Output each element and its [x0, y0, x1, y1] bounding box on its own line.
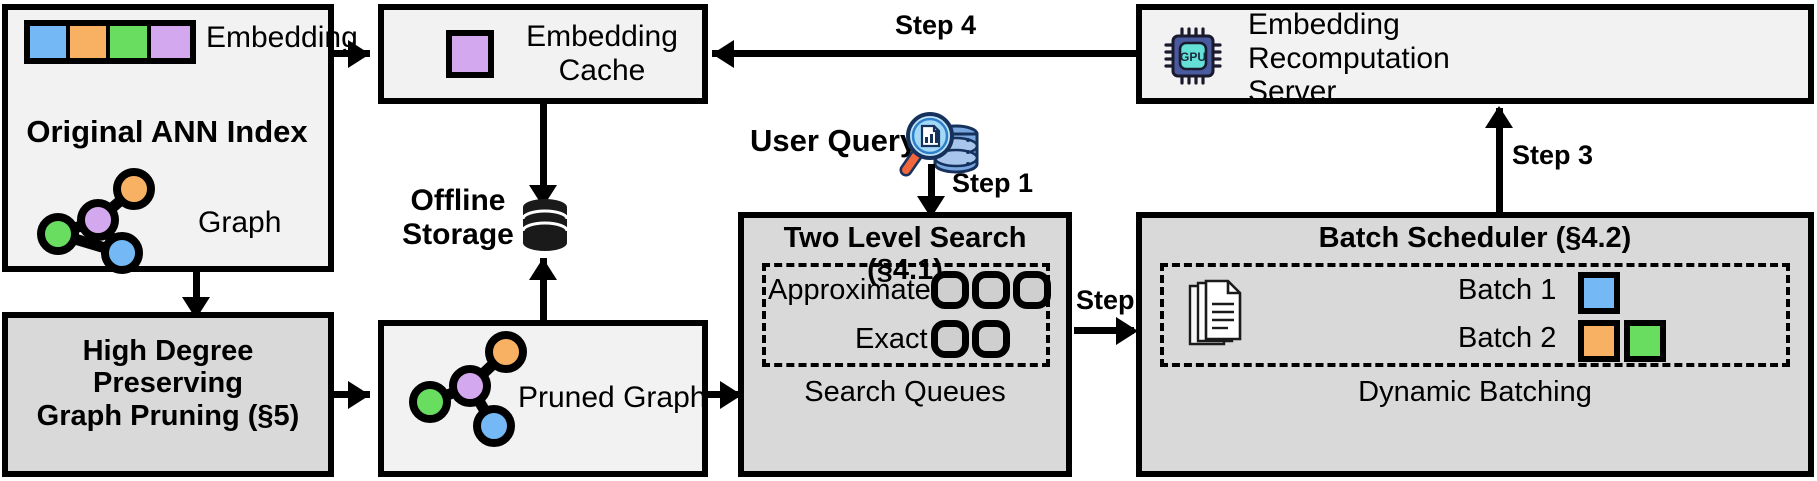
original-graph-illustration	[37, 168, 155, 274]
pruned-graph-label: Pruned Graph	[518, 381, 707, 414]
arrow-step1-line	[928, 164, 935, 214]
batch-2-swatch-orange	[1578, 320, 1620, 362]
step1-label: Step 1	[952, 168, 1034, 198]
arrow-step4-line	[712, 50, 1136, 57]
arrow-cache-to-storage-line	[540, 104, 547, 198]
recomputation-server-box	[1136, 4, 1814, 104]
two-level-search-box	[738, 212, 1072, 477]
arrow-step2-line	[1074, 327, 1134, 334]
arrow-step4-head	[712, 40, 734, 68]
arrow-index-to-cache-head	[348, 40, 370, 68]
graph-pruning-box	[2, 312, 334, 477]
approximate-slot-2[interactable]	[972, 271, 1010, 309]
batch-2-swatch-green	[1624, 320, 1666, 362]
arrow-step2-head	[1116, 317, 1138, 345]
two-level-search-title: Two Level Search (§4.1)	[783, 222, 1027, 287]
embedding-cache-label: Embedding Cache	[526, 20, 678, 87]
arrow-index-to-pruning-line	[193, 272, 200, 310]
search-queues-panel	[762, 263, 1050, 367]
arrow-pruned-to-search-head	[720, 381, 742, 409]
embedding-vector-strip	[24, 20, 196, 64]
step4-label: Step 4	[895, 10, 977, 40]
graph-pruning-label: High Degree Preserving Graph Pruning (§5…	[36, 335, 300, 432]
dynamic-batching-panel	[1160, 263, 1790, 367]
arrow-pruned-to-storage-line	[540, 258, 547, 320]
embedding-cell-blue	[30, 26, 71, 58]
original-ann-index-title: Original ANN Index	[26, 114, 308, 149]
embedding-cell-purple	[150, 26, 190, 58]
database-icon	[521, 199, 569, 251]
dynamic-batching-footer: Dynamic Batching	[1358, 376, 1592, 408]
svg-text:GPU: GPU	[1180, 50, 1206, 64]
embedding-cell-orange	[70, 26, 111, 58]
arrow-step3-head	[1485, 106, 1513, 128]
exact-slot-1[interactable]	[931, 320, 969, 358]
batch-1-swatch-blue	[1578, 272, 1620, 314]
arrow-step3-line	[1496, 108, 1503, 218]
approximate-slot-1[interactable]	[931, 271, 969, 309]
documents-icon	[1188, 279, 1242, 346]
step3-label: Step 3	[1512, 140, 1594, 170]
gpu-chip-icon: GPU	[1164, 27, 1222, 85]
user-query-label: User Query	[750, 123, 918, 158]
embedding-label: Embedding	[206, 21, 358, 54]
batch-2-label: Batch 2	[1458, 322, 1557, 354]
exact-row-label: Exact	[855, 323, 928, 355]
exact-slot-2[interactable]	[972, 320, 1010, 358]
batch-scheduler-box	[1136, 212, 1814, 477]
search-queues-footer: Search Queues	[804, 376, 1006, 408]
pruned-graph-illustration	[409, 331, 527, 447]
embedding-cell-green	[110, 26, 151, 58]
recomputation-server-label: Embedding Recomputation Server	[1248, 8, 1450, 109]
approximate-row-label: Approximate	[768, 274, 931, 306]
arrow-pruned-to-storage-head	[529, 258, 557, 280]
graph-label: Graph	[198, 206, 282, 239]
embedding-cache-box	[378, 4, 708, 104]
search-database-icon	[899, 112, 979, 177]
offline-storage-label: Offline Storage	[402, 184, 514, 251]
embedding-cache-swatch	[446, 30, 494, 78]
arrow-pruning-to-pruned-head	[348, 381, 370, 409]
batch-scheduler-title: Batch Scheduler (§4.2)	[1318, 222, 1632, 254]
approximate-slot-3[interactable]	[1013, 271, 1051, 309]
batch-1-label: Batch 1	[1458, 274, 1557, 306]
